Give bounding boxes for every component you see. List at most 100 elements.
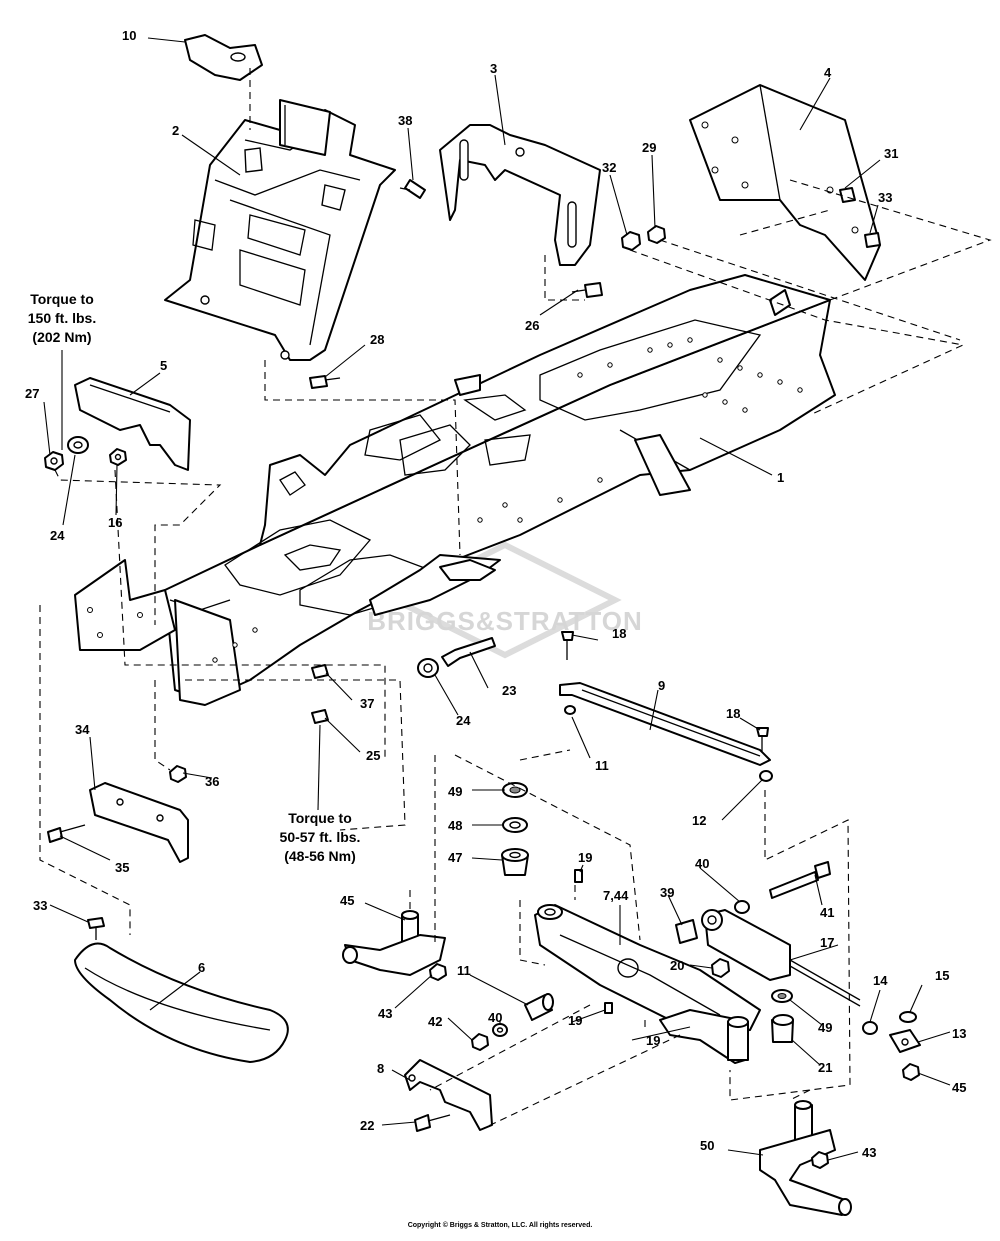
- bolt-37: [311, 664, 329, 679]
- callout-49a: 49: [448, 784, 462, 799]
- callout-24b: 24: [456, 713, 471, 728]
- callout-1: 1: [777, 470, 784, 485]
- nut-42: [471, 1033, 489, 1051]
- callout-26: 26: [525, 318, 539, 333]
- washer-40a: [492, 1023, 508, 1037]
- bushing-49b: [771, 989, 793, 1003]
- callout-17: 17: [820, 935, 834, 950]
- callout-4: 4: [824, 65, 832, 80]
- callout-22: 22: [360, 1118, 374, 1133]
- callout-12b: 12: [692, 813, 706, 828]
- spindle-50: [759, 1100, 852, 1216]
- callout-9: 9: [658, 678, 665, 693]
- bolt-28: [309, 375, 341, 389]
- bolt-31: [839, 187, 856, 203]
- callout-40b: 40: [695, 856, 709, 871]
- callout-12a: 11: [595, 758, 609, 773]
- callout-16: 16: [108, 515, 122, 530]
- ball-joint-13: [889, 1029, 921, 1053]
- callout-25: 25: [366, 748, 380, 763]
- washer-24: [67, 436, 89, 454]
- bolt-25: [311, 709, 329, 724]
- callout-34: 34: [75, 722, 90, 737]
- watermark-logo: BRIGGS&STRATTON: [367, 541, 642, 659]
- callout-48: 48: [448, 818, 462, 833]
- bolt-35: [47, 824, 86, 843]
- steering-cylinder-17: [701, 909, 861, 1007]
- callout-32: 33: [878, 190, 892, 205]
- nut-16: [109, 448, 127, 466]
- bolt-38: [399, 179, 426, 199]
- svg-text:(48-56 Nm): (48-56 Nm): [284, 848, 356, 864]
- nut-20: [711, 958, 730, 978]
- callout-5: 5: [160, 358, 167, 373]
- bolt-26: [571, 282, 603, 298]
- callout-42: 42: [428, 1014, 442, 1029]
- bolt-18a: [561, 631, 574, 660]
- bushing-21: [771, 1014, 794, 1043]
- leader-lines: [43, 37, 951, 1161]
- callout-13: 13: [952, 1026, 966, 1041]
- callout-50: 50: [700, 1138, 714, 1153]
- callout-18b: 18: [726, 706, 740, 721]
- copyright-notice: Copyright © Briggs & Stratton, LLC. All …: [407, 1222, 593, 1229]
- callout-21: 21: [818, 1060, 832, 1075]
- nut-14: [899, 1011, 917, 1023]
- grease-fitting-19b: [604, 1002, 613, 1014]
- nut-36: [169, 765, 187, 783]
- callout-24a: 24: [50, 528, 65, 543]
- main-frame: [74, 274, 836, 706]
- callout-19a: 19: [578, 850, 592, 865]
- svg-text:50-57 ft. lbs.: 50-57 ft. lbs.: [280, 829, 361, 845]
- pedal-bracket-3: [439, 124, 601, 266]
- bracket-10: [184, 34, 263, 81]
- callout-33: 33: [33, 898, 47, 913]
- callout-35: 35: [115, 860, 129, 875]
- callout-46: 45: [340, 893, 354, 908]
- callout-40a: 40: [488, 1010, 502, 1025]
- svg-text:(202 Nm): (202 Nm): [32, 329, 91, 345]
- bracket-8: [404, 1059, 493, 1131]
- bolt-33: [87, 917, 105, 940]
- callout-31: 31: [884, 146, 898, 161]
- callout-labels: 10 2 3 38 4 32 29 31 33 26 28 5 27 24 16…: [25, 28, 966, 1160]
- tie-rod-9: [559, 682, 771, 766]
- nut-43a: [429, 963, 447, 981]
- callout-14: 15: [935, 968, 949, 983]
- callout-43b: 43: [862, 1145, 876, 1160]
- callout-39: 39: [660, 885, 674, 900]
- bushing-39: [675, 919, 698, 944]
- callout-37: 37: [360, 696, 374, 711]
- bushing-47: [501, 848, 529, 876]
- nut-27: [44, 451, 64, 471]
- rear-bracket-4: [689, 84, 881, 281]
- bumper-6: [74, 942, 289, 1063]
- torque-note-150: Torque to 150 ft. lbs. (202 Nm): [28, 291, 96, 345]
- watermark-text: BRIGGS&STRATTON: [367, 606, 642, 636]
- callout-15: 14: [873, 973, 888, 988]
- washer-40b: [734, 900, 750, 914]
- callout-11: 11: [457, 963, 471, 978]
- bolt-41: [769, 861, 831, 899]
- svg-text:Torque to: Torque to: [30, 291, 94, 307]
- plate-34: [89, 782, 189, 863]
- nut-29: [647, 225, 666, 244]
- callout-8: 8: [377, 1061, 384, 1076]
- callout-38: 38: [398, 113, 412, 128]
- callout-47: 47: [448, 850, 462, 865]
- spacer-11: [524, 993, 554, 1021]
- torque-note-50: Torque to 50-57 ft. lbs. (48-56 Nm): [280, 810, 361, 864]
- assembly-lines: [39, 68, 992, 1131]
- callout-20: 20: [670, 958, 684, 973]
- callout-41: 41: [820, 905, 834, 920]
- washer-24b: [417, 658, 439, 678]
- callout-10: 10: [122, 28, 136, 43]
- callout-19b: 19: [568, 1013, 582, 1028]
- grease-fitting-19a: [574, 869, 583, 883]
- callout-49b: 49: [818, 1020, 832, 1035]
- nut-43b: [811, 1151, 829, 1169]
- nut-30: [621, 231, 641, 251]
- callout-45: 45: [952, 1080, 966, 1095]
- plate-5: [74, 377, 191, 471]
